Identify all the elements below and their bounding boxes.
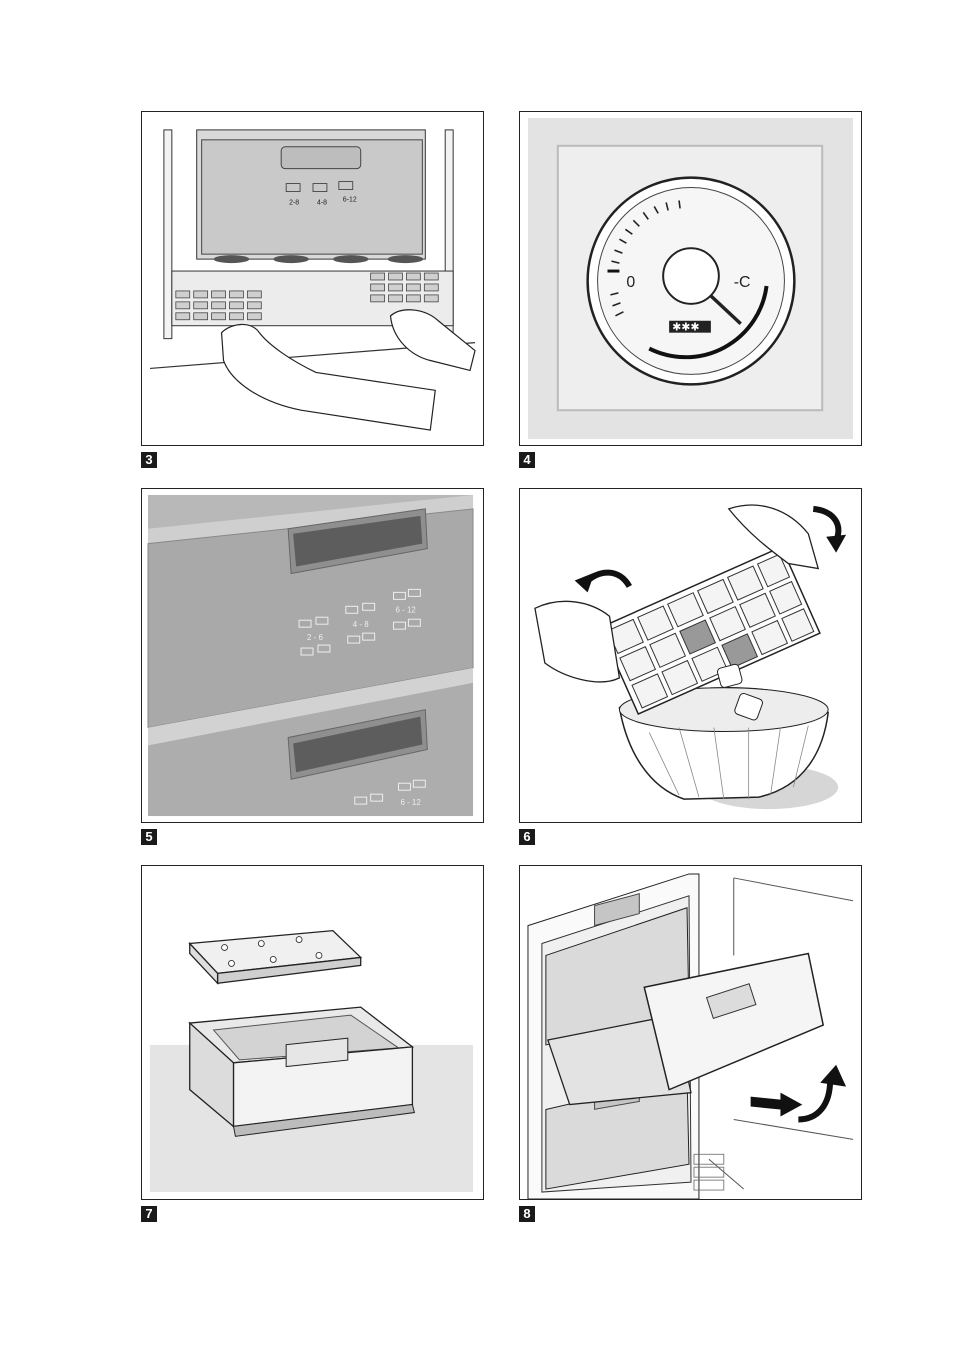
left-vent-grille <box>176 291 261 320</box>
ice-cube-tray-drawing <box>520 489 861 822</box>
figure-3-illustration: 2-8 4-8 6-12 <box>141 111 484 446</box>
figure-number-6: 6 <box>519 829 535 845</box>
figure-5-illustration: 2 - 6 4 - 8 6 - 12 6 - 12 <box>141 488 484 823</box>
figure-number-3: 3 <box>141 452 157 468</box>
figure-number-8: 8 <box>519 1206 535 1222</box>
pull-out-arrow-icon <box>751 1093 803 1117</box>
fig5-label-1: 2 - 6 <box>307 633 323 642</box>
fig3-label-3: 6-12 <box>343 196 357 203</box>
fig3-label-1: 2-8 <box>289 199 299 206</box>
drawer-fronts-labels-drawing: 2 - 6 4 - 8 6 - 12 6 - 12 <box>142 489 483 822</box>
svg-text:✱✱✱: ✱✱✱ <box>672 321 699 334</box>
fig5-label-3: 6 - 12 <box>396 605 417 614</box>
figure-4-illustration: 0 -C ✱✱✱ <box>519 111 862 446</box>
right-hand-icon <box>391 310 475 371</box>
figure-6-illustration <box>519 488 862 823</box>
fig3-label-2: 4-8 <box>317 199 327 206</box>
fig5-label-2: 4 - 8 <box>353 620 369 629</box>
figure-number-7: 7 <box>141 1206 157 1222</box>
cold-accumulator-icon <box>190 931 361 984</box>
temperature-dial-drawing: 0 -C ✱✱✱ <box>520 112 861 445</box>
figure-number-4: 4 <box>519 452 535 468</box>
dial-minus-label: -C <box>734 274 751 291</box>
cold-pack-and-drawer-drawing <box>142 866 483 1199</box>
lift-up-arrow-icon <box>798 1080 830 1120</box>
figure-number-5: 5 <box>141 829 157 845</box>
freezer-drawer-icon <box>190 1007 415 1136</box>
fig5-label-4: 6 - 12 <box>400 798 421 807</box>
freezer-drawer-vent-drawing: 2-8 4-8 6-12 <box>142 112 483 445</box>
figure-8-illustration <box>519 865 862 1200</box>
figure-7-illustration <box>141 865 484 1200</box>
drawer-removal-drawing <box>520 866 861 1199</box>
left-hand-icon <box>535 601 619 682</box>
dial-zero-label: 0 <box>626 274 635 291</box>
dial-knob <box>663 248 719 304</box>
